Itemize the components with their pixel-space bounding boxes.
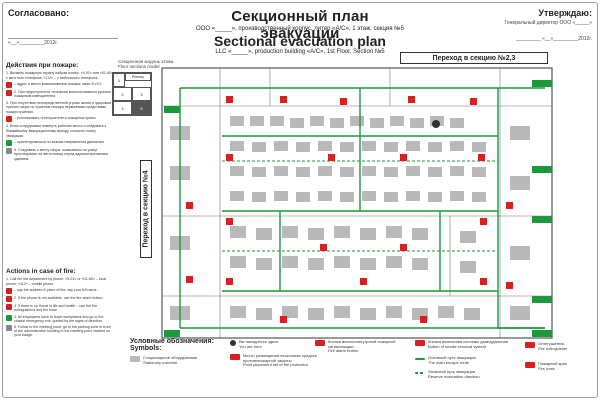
title-english: Sectional evacuation plan	[214, 33, 386, 49]
phone-icon	[6, 82, 12, 89]
stationary-machine-icon	[130, 356, 140, 362]
instruction-row: 2. If the phone is not available, use th…	[6, 296, 114, 303]
alarm-icon	[6, 90, 12, 97]
exit-sign-icon	[6, 140, 12, 147]
fire-alarm-button-icon	[315, 340, 325, 346]
instructions-english: Actions in case of fire: 1. Call the fir…	[6, 268, 114, 340]
inner-walls	[162, 68, 552, 338]
section-cell: 4	[113, 101, 132, 115]
alarm-icon	[6, 296, 12, 303]
floor-plan	[160, 66, 558, 342]
approved-signature-line: «__»_________2012г.	[8, 38, 118, 46]
subtitle-russian: ООО «_____», производственный корпус, ли…	[196, 26, 404, 32]
exit-signs	[164, 80, 552, 337]
main-escape-routes	[179, 87, 545, 329]
instruction-row: – адрес и место возникновения пожара; св…	[6, 82, 114, 89]
floor-plan-svg	[161, 67, 553, 339]
instruction-row: 4. All employees have to leave workplace…	[6, 314, 114, 323]
fire-protection-point-icon	[230, 354, 240, 360]
meeting-point-icon	[6, 325, 12, 331]
mini-model-title: Секционная модель этажа Floor sections m…	[118, 59, 174, 69]
approval-block: Согласовано: «__»_________2012г.	[8, 8, 158, 46]
director-title: Генеральный директор ООО «_____»	[504, 20, 592, 26]
extinguisher-icon	[6, 304, 12, 311]
extinguisher-icon	[6, 116, 12, 123]
floor-sections-model: 1 Primary 2 3 4 5	[112, 72, 152, 116]
confirmed-signature-line: _________ «__»_________2012г.	[515, 36, 592, 42]
section-cell: 2	[113, 87, 132, 101]
legend-item: Кнопка включения ручной пожарной сигнали…	[315, 339, 410, 354]
stationary-machines	[170, 116, 530, 320]
instruction-step: 3. При отсутствии непосредственной угроз…	[6, 100, 112, 114]
section-cell: Primary	[125, 73, 151, 81]
confirmation-block: Утверждаю: Генеральный директор ООО «___…	[432, 8, 592, 42]
phone-icon	[6, 288, 12, 295]
instruction-row: – использовать огнетушители и пожарные к…	[6, 116, 114, 123]
confirmed-label: Утверждаю:	[538, 8, 592, 18]
instruction-row: 5. Следовать к месту сбора: оказываясь н…	[6, 148, 114, 161]
fire-hose-icon	[525, 362, 535, 368]
you-are-here-icon	[432, 120, 440, 128]
instruction-row: 5. Follow to the meeting point: go to th…	[6, 325, 114, 338]
legend-heading: Условные обозначения: Symbols:	[130, 338, 214, 352]
outer-wall	[161, 67, 553, 339]
section-cell-current: 5	[132, 101, 151, 115]
reserve-route-icon	[415, 372, 425, 374]
title-russian: Секционный план эвакуации	[231, 8, 369, 42]
instruction-step: 1. Call the fire department by phone: «9…	[6, 277, 107, 286]
instruction-step: 1. Вызвать пожарную охрану набрав номер:…	[6, 71, 114, 80]
exit-sign-icon	[6, 314, 12, 321]
instruction-row: – ориентироваться по знакам направления …	[6, 140, 114, 147]
subtitle-english: LLC «_____», production building «А/С», …	[215, 49, 385, 55]
legend-item: Место размещения нескольких средств прот…	[230, 353, 350, 368]
instruction-step: 4. Всем сотрудникам покинуть рабочие мес…	[6, 124, 107, 138]
you-are-here-icon	[230, 340, 236, 346]
instructions-en-heading: Actions in case of fire:	[6, 268, 76, 275]
fire-equipment	[186, 96, 513, 323]
reserve-escape-routes	[222, 160, 498, 252]
main-route-icon	[415, 358, 425, 360]
instruction-row: 2. При недоступности телефона воспользов…	[6, 90, 114, 98]
approved-label: Согласовано:	[8, 8, 70, 18]
meeting-point-icon	[6, 148, 12, 155]
fire-extinguisher-icon	[525, 342, 535, 348]
smoke-removal-button-icon	[415, 340, 425, 346]
section-transition-left: Переход в секцию №4	[140, 160, 152, 258]
instruction-row: 3. If there is no threat to life and hea…	[6, 304, 114, 312]
legend: Условные обозначения: Symbols: Стационар…	[130, 338, 596, 396]
section-transition-right: Переход в секцию №2,3	[400, 52, 548, 64]
section-cell: 1	[113, 73, 125, 87]
instructions-russian: Действия при пожаре: 1. Вызвать пожарную…	[6, 62, 114, 163]
instruction-row: – say the address & place of fire; say y…	[6, 288, 114, 295]
instructions-ru-heading: Действия при пожаре:	[6, 62, 79, 69]
section-cell: 3	[132, 87, 151, 101]
